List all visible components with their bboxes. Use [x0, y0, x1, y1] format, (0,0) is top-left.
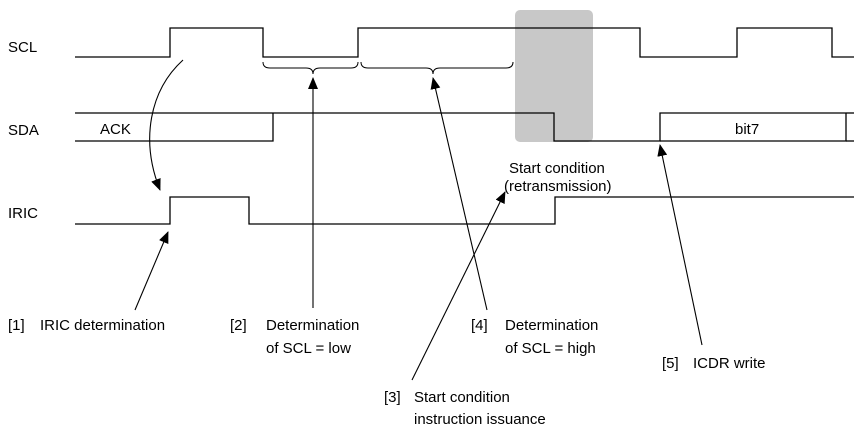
iric-waveform [75, 196, 854, 225]
step5-number: [5] [662, 355, 679, 372]
step4-number: [4] [471, 317, 488, 334]
scl-high-brace [360, 61, 514, 75]
step4-line2: of SCL = high [505, 340, 596, 357]
step2-line1: Determination [266, 317, 359, 334]
iric-label: IRIC [8, 205, 38, 222]
bit7-label: bit7 [735, 121, 759, 138]
step3-line2: instruction issuance [414, 411, 546, 428]
start-condition-label: Start condition [509, 160, 605, 177]
step4-arrow [430, 77, 488, 311]
step1-text: IRIC determination [40, 317, 165, 334]
start-condition-sublabel: (retransmission) [504, 178, 612, 195]
sda-waveform-low [75, 113, 274, 142]
step3-line1: Start condition [414, 389, 510, 406]
step5-text: ICDR write [693, 355, 766, 372]
step2-line2: of SCL = low [266, 340, 351, 357]
start-condition-highlight [515, 10, 593, 142]
step1-number: [1] [8, 317, 25, 334]
scl-label: SCL [8, 39, 37, 56]
scl-to-iric-curved-arrow [149, 59, 184, 191]
step1-arrow [134, 231, 169, 311]
sda-label: SDA [8, 122, 39, 139]
step3-arrow [411, 191, 506, 381]
scl-low-brace [262, 61, 359, 75]
step2-number: [2] [230, 317, 247, 334]
step3-number: [3] [384, 389, 401, 406]
scl-waveform [75, 27, 854, 58]
step4-line1: Determination [505, 317, 598, 334]
sda-waveform-high [75, 112, 846, 142]
ack-label: ACK [100, 121, 131, 138]
step5-arrow [657, 144, 703, 346]
